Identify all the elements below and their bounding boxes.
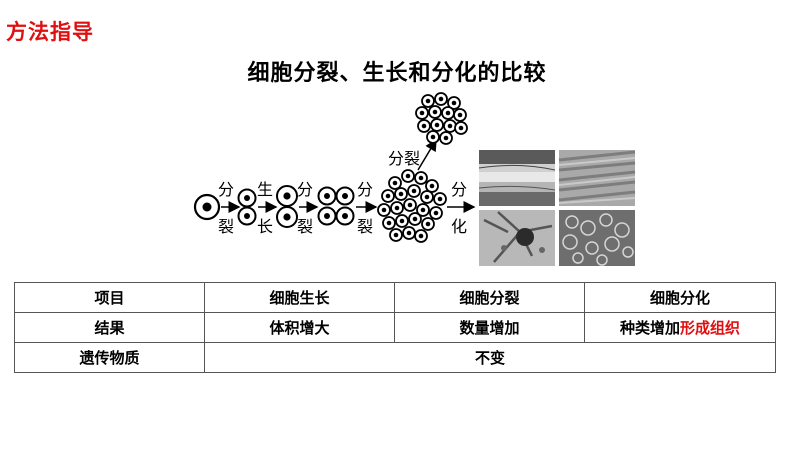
label-split: 分裂 bbox=[388, 149, 420, 168]
label-diff-bot: 化 bbox=[451, 217, 467, 236]
tissue-photo-1 bbox=[478, 150, 556, 206]
cell-genetic-value: 不变 bbox=[204, 342, 776, 373]
tissue-photo-3 bbox=[479, 210, 555, 266]
diff-result-highlight: 形成组织 bbox=[680, 319, 741, 337]
cells-two-small bbox=[237, 188, 257, 226]
cell-process-diagram: 分 裂 生 长 分 裂 分 裂 分裂 分 化 bbox=[193, 92, 636, 266]
cell-differentiation-result: 种类增加形成组织 bbox=[584, 312, 776, 343]
cell-initial bbox=[193, 193, 221, 221]
arrow-split-up bbox=[417, 138, 437, 171]
table-row-result: 结果 体积增大 数量增加 种类增加形成组织 bbox=[14, 312, 776, 343]
section-tag: 方法指导 bbox=[6, 20, 94, 44]
header-division: 细胞分裂 bbox=[394, 282, 585, 313]
header-item: 项目 bbox=[14, 282, 205, 313]
cell-division-result: 数量增加 bbox=[394, 312, 585, 343]
label-fen-3-top: 分 bbox=[357, 180, 373, 199]
row-label-genetic: 遗传物质 bbox=[14, 342, 205, 373]
label-fen-1-bot: 裂 bbox=[218, 217, 234, 236]
table-header-row: 项目 细胞生长 细胞分裂 细胞分化 bbox=[14, 282, 776, 313]
label-sheng-top: 生 bbox=[257, 180, 273, 199]
comparison-table: 项目 细胞生长 细胞分裂 细胞分化 结果 体积增大 数量增加 种类增加形成组织 … bbox=[14, 282, 776, 373]
table-row-genetic: 遗传物质 不变 bbox=[14, 342, 776, 373]
label-fen-2-top: 分 bbox=[297, 180, 313, 199]
cells-cluster-top bbox=[415, 92, 468, 145]
label-sheng-bot: 长 bbox=[257, 217, 273, 236]
row-label-result: 结果 bbox=[14, 312, 205, 343]
label-fen-2-bot: 裂 bbox=[297, 217, 313, 236]
cells-two-grown bbox=[276, 185, 298, 228]
tissue-photo-2 bbox=[558, 150, 636, 206]
cells-cluster bbox=[377, 169, 447, 243]
header-growth: 细胞生长 bbox=[204, 282, 395, 313]
page-title: 细胞分裂、生长和分化的比较 bbox=[247, 61, 547, 86]
cell-growth-result: 体积增大 bbox=[204, 312, 395, 343]
diff-result-plain: 种类增加 bbox=[619, 319, 680, 337]
label-diff-top: 分 bbox=[451, 180, 467, 199]
label-fen-1-top: 分 bbox=[218, 180, 234, 199]
label-fen-3-bot: 裂 bbox=[357, 217, 373, 236]
cells-four bbox=[317, 186, 355, 226]
header-differentiation: 细胞分化 bbox=[584, 282, 776, 313]
tissue-photo-4 bbox=[559, 210, 635, 266]
